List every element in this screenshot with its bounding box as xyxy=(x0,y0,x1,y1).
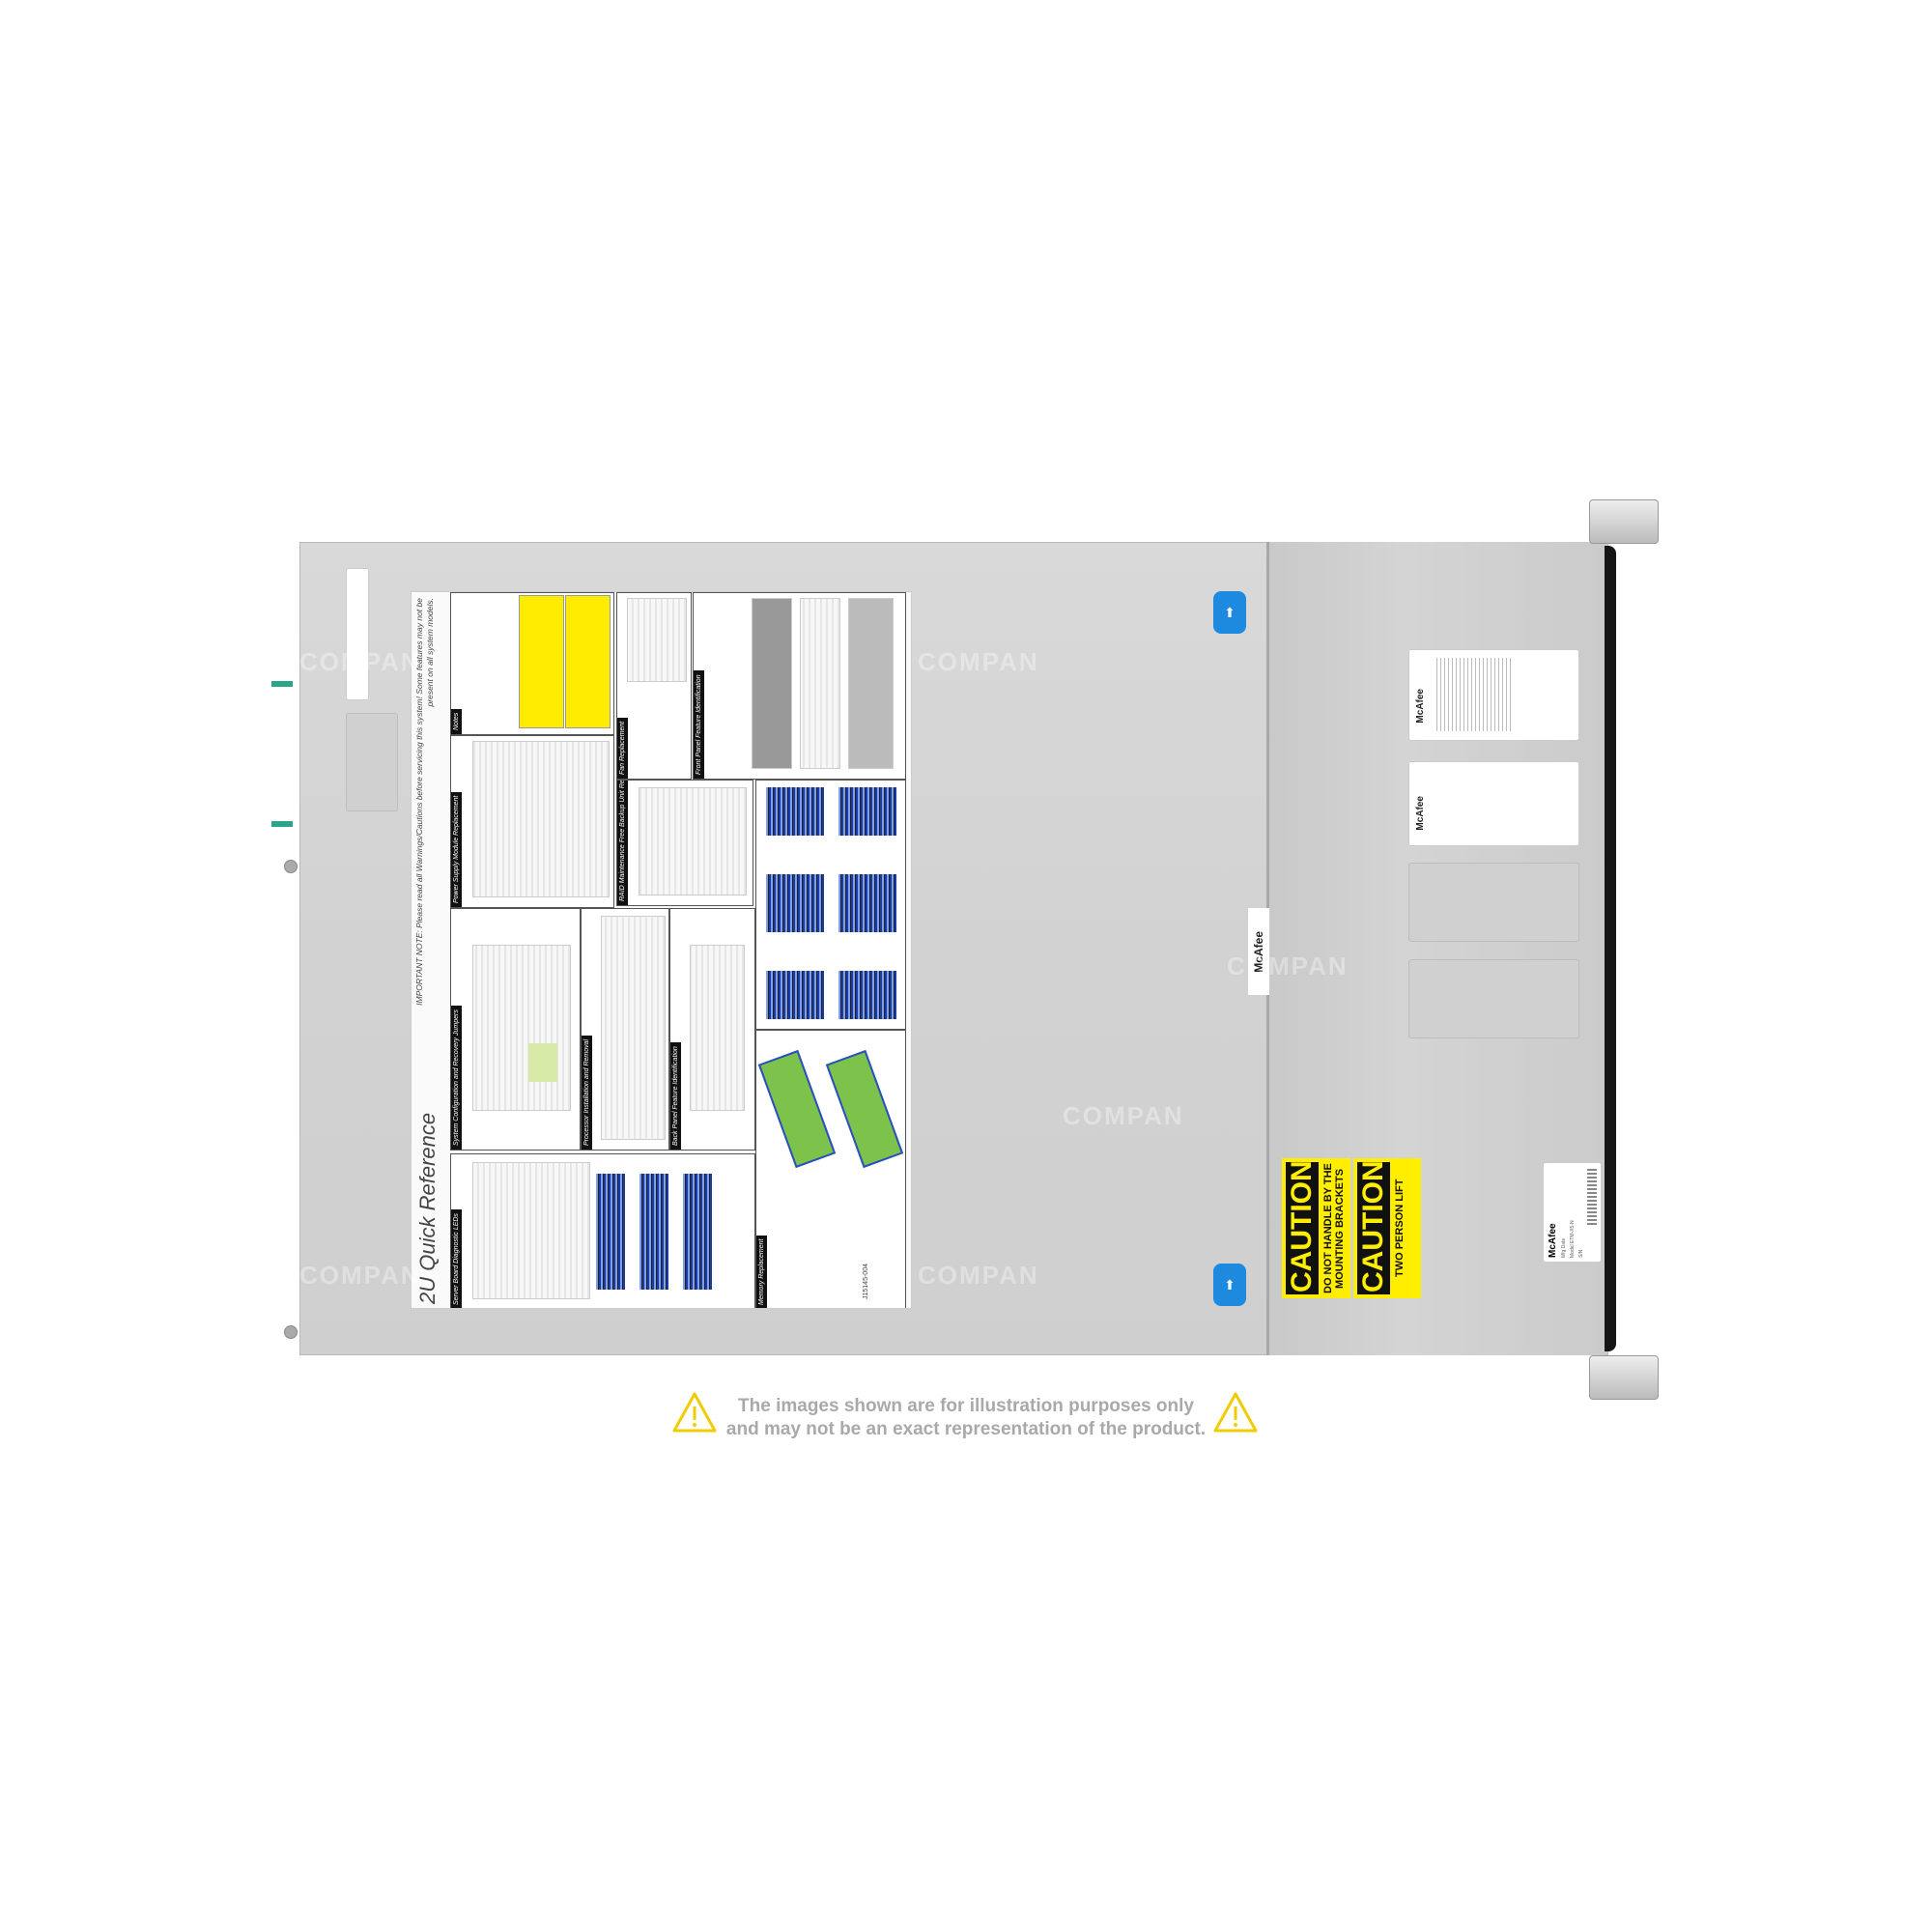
section-memory: Memory Replacement J15145-004 xyxy=(755,1030,906,1308)
section-notes: Notes xyxy=(450,592,614,735)
disclaimer-line: and may not be an exact representation o… xyxy=(725,1419,1207,1439)
barcode xyxy=(1587,1167,1597,1225)
cover-recess xyxy=(1408,863,1579,942)
quick-reference-sheet: 2U Quick Reference IMPORTANT NOTE: Pleas… xyxy=(411,591,912,1309)
section-processor: Processor Installation and Removal xyxy=(581,908,669,1151)
watermark: COMPAN xyxy=(918,1261,1039,1290)
section-title: Fan Replacement xyxy=(617,717,628,779)
caution-label-brackets: CAUTION DO NOT HANDLE BY THE MOUNTING BR… xyxy=(1282,1158,1350,1298)
caution-labels: CAUTION DO NOT HANDLE BY THE MOUNTING BR… xyxy=(1282,1158,1421,1298)
rail-latch xyxy=(271,821,293,827)
caution-text: TWO PERSON LIFT xyxy=(1393,1179,1406,1278)
thumb-screw xyxy=(284,860,298,873)
front-bezel xyxy=(1605,546,1616,1351)
model-label: McAfee Mfg Date Model ETM-X5-N S/N xyxy=(1543,1162,1602,1263)
watermark: COMPAN xyxy=(918,647,1039,676)
section-back-panel: Back Panel Feature Identification xyxy=(669,908,755,1151)
watermark: COMPAN xyxy=(299,1261,421,1290)
section-psu: Power Supply Module Replacement xyxy=(450,735,614,908)
caution-word: CAUTION xyxy=(1286,1160,1319,1294)
section-title: Server Board Diagnostic LEDs xyxy=(451,1209,462,1308)
section-diagnostic-leds: Server Board Diagnostic LEDs xyxy=(450,1153,755,1308)
rack-ear-handle-bottom[interactable] xyxy=(1589,1355,1659,1400)
section-memory-diagram xyxy=(755,780,906,1030)
section-jumpers: System Configuration and Recovery Jumper… xyxy=(450,908,581,1151)
section-title: Memory Replacement xyxy=(756,1235,767,1308)
section-title: Notes xyxy=(451,708,462,734)
rack-ear-handle-top[interactable] xyxy=(1589,499,1659,544)
rail-latch xyxy=(271,681,293,687)
caution-label-lift: CAUTION TWO PERSON LIFT xyxy=(1352,1158,1421,1298)
disclaimer: The images shown are for illustration pu… xyxy=(0,1395,1932,1441)
section-title: Power Supply Module Replacement xyxy=(451,791,462,907)
info-label: McAfee xyxy=(1408,761,1579,846)
brand-text: McAfee xyxy=(1548,1223,1558,1258)
section-title: Front Panel Feature Identification xyxy=(694,670,704,779)
serial-number: S/N xyxy=(1578,1249,1584,1258)
brand-text: McAfee xyxy=(1415,796,1426,831)
thumb-screw xyxy=(284,1325,298,1339)
section-fan: Fan Replacement xyxy=(616,592,692,780)
regulatory-label: McAfee xyxy=(1408,649,1579,741)
cover-release-tab[interactable]: ⬆ xyxy=(1213,591,1246,634)
section-raid: RAID Maintenance Free Backup Unit Replac… xyxy=(616,780,753,906)
watermark: COMPAN xyxy=(1227,952,1349,980)
watermark: COMPAN xyxy=(299,647,421,676)
section-title: Processor Installation and Removal xyxy=(582,1035,592,1150)
mfg-date: Mfg Date xyxy=(1561,1237,1567,1258)
watermark: COMPAN xyxy=(1063,1101,1184,1130)
disclaimer-line: The images shown are for illustration pu… xyxy=(738,1396,1194,1416)
mcafee-logo: McAfee xyxy=(1248,908,1269,995)
cover-release-tab[interactable]: ⬆ xyxy=(1213,1264,1246,1306)
model-number: Model ETM-X5-N xyxy=(1570,1220,1576,1258)
warning-sticker xyxy=(346,568,369,700)
caution-text: DO NOT HANDLE BY THE MOUNTING BRACKETS xyxy=(1322,1163,1346,1293)
warning-icon xyxy=(1213,1392,1258,1433)
cover-recess xyxy=(1408,959,1579,1038)
cover-recess xyxy=(346,713,398,811)
section-title: RAID Maintenance Free Backup Unit Replac… xyxy=(617,780,628,905)
caution-word: CAUTION xyxy=(1356,1160,1390,1294)
part-number: J15145-004 xyxy=(863,1264,869,1299)
section-front-panel: Front Panel Feature Identification xyxy=(693,592,906,780)
warning-icon xyxy=(672,1392,717,1433)
brand-text: McAfee xyxy=(1415,689,1426,724)
section-title: System Configuration and Recovery Jumper… xyxy=(451,1006,462,1150)
section-title: Back Panel Feature Identification xyxy=(670,1042,681,1150)
